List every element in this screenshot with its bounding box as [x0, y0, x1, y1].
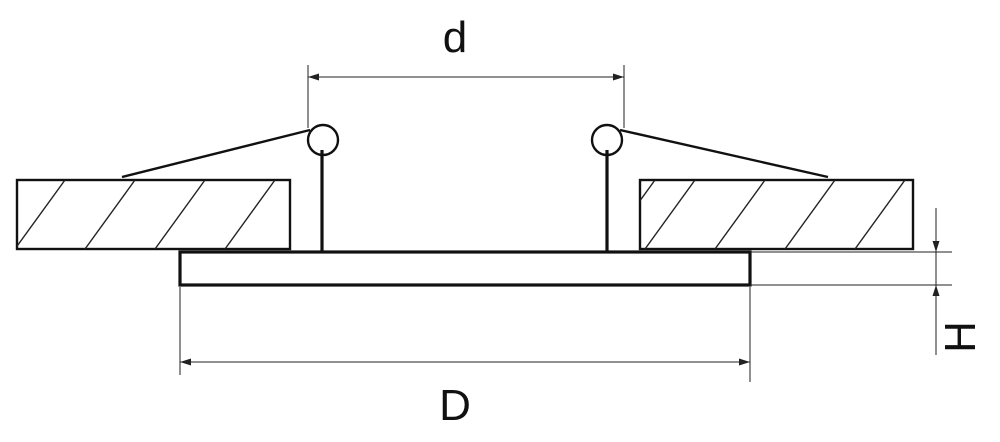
- label-D: D: [439, 381, 471, 430]
- label-H: H: [936, 321, 985, 353]
- dimension-d: d: [307, 13, 625, 128]
- hatching-left: [17, 180, 276, 249]
- dimension-D: D: [179, 287, 751, 430]
- ceiling-section-left: [15, 178, 292, 251]
- dimension-H: H: [750, 208, 985, 355]
- spring-clip-left: [121, 123, 340, 252]
- spring-clip-right: [590, 123, 829, 252]
- label-d: d: [443, 13, 467, 62]
- ceiling-section-right: [638, 178, 915, 251]
- fixture-plate: [178, 250, 752, 287]
- hatching-right: [640, 180, 906, 249]
